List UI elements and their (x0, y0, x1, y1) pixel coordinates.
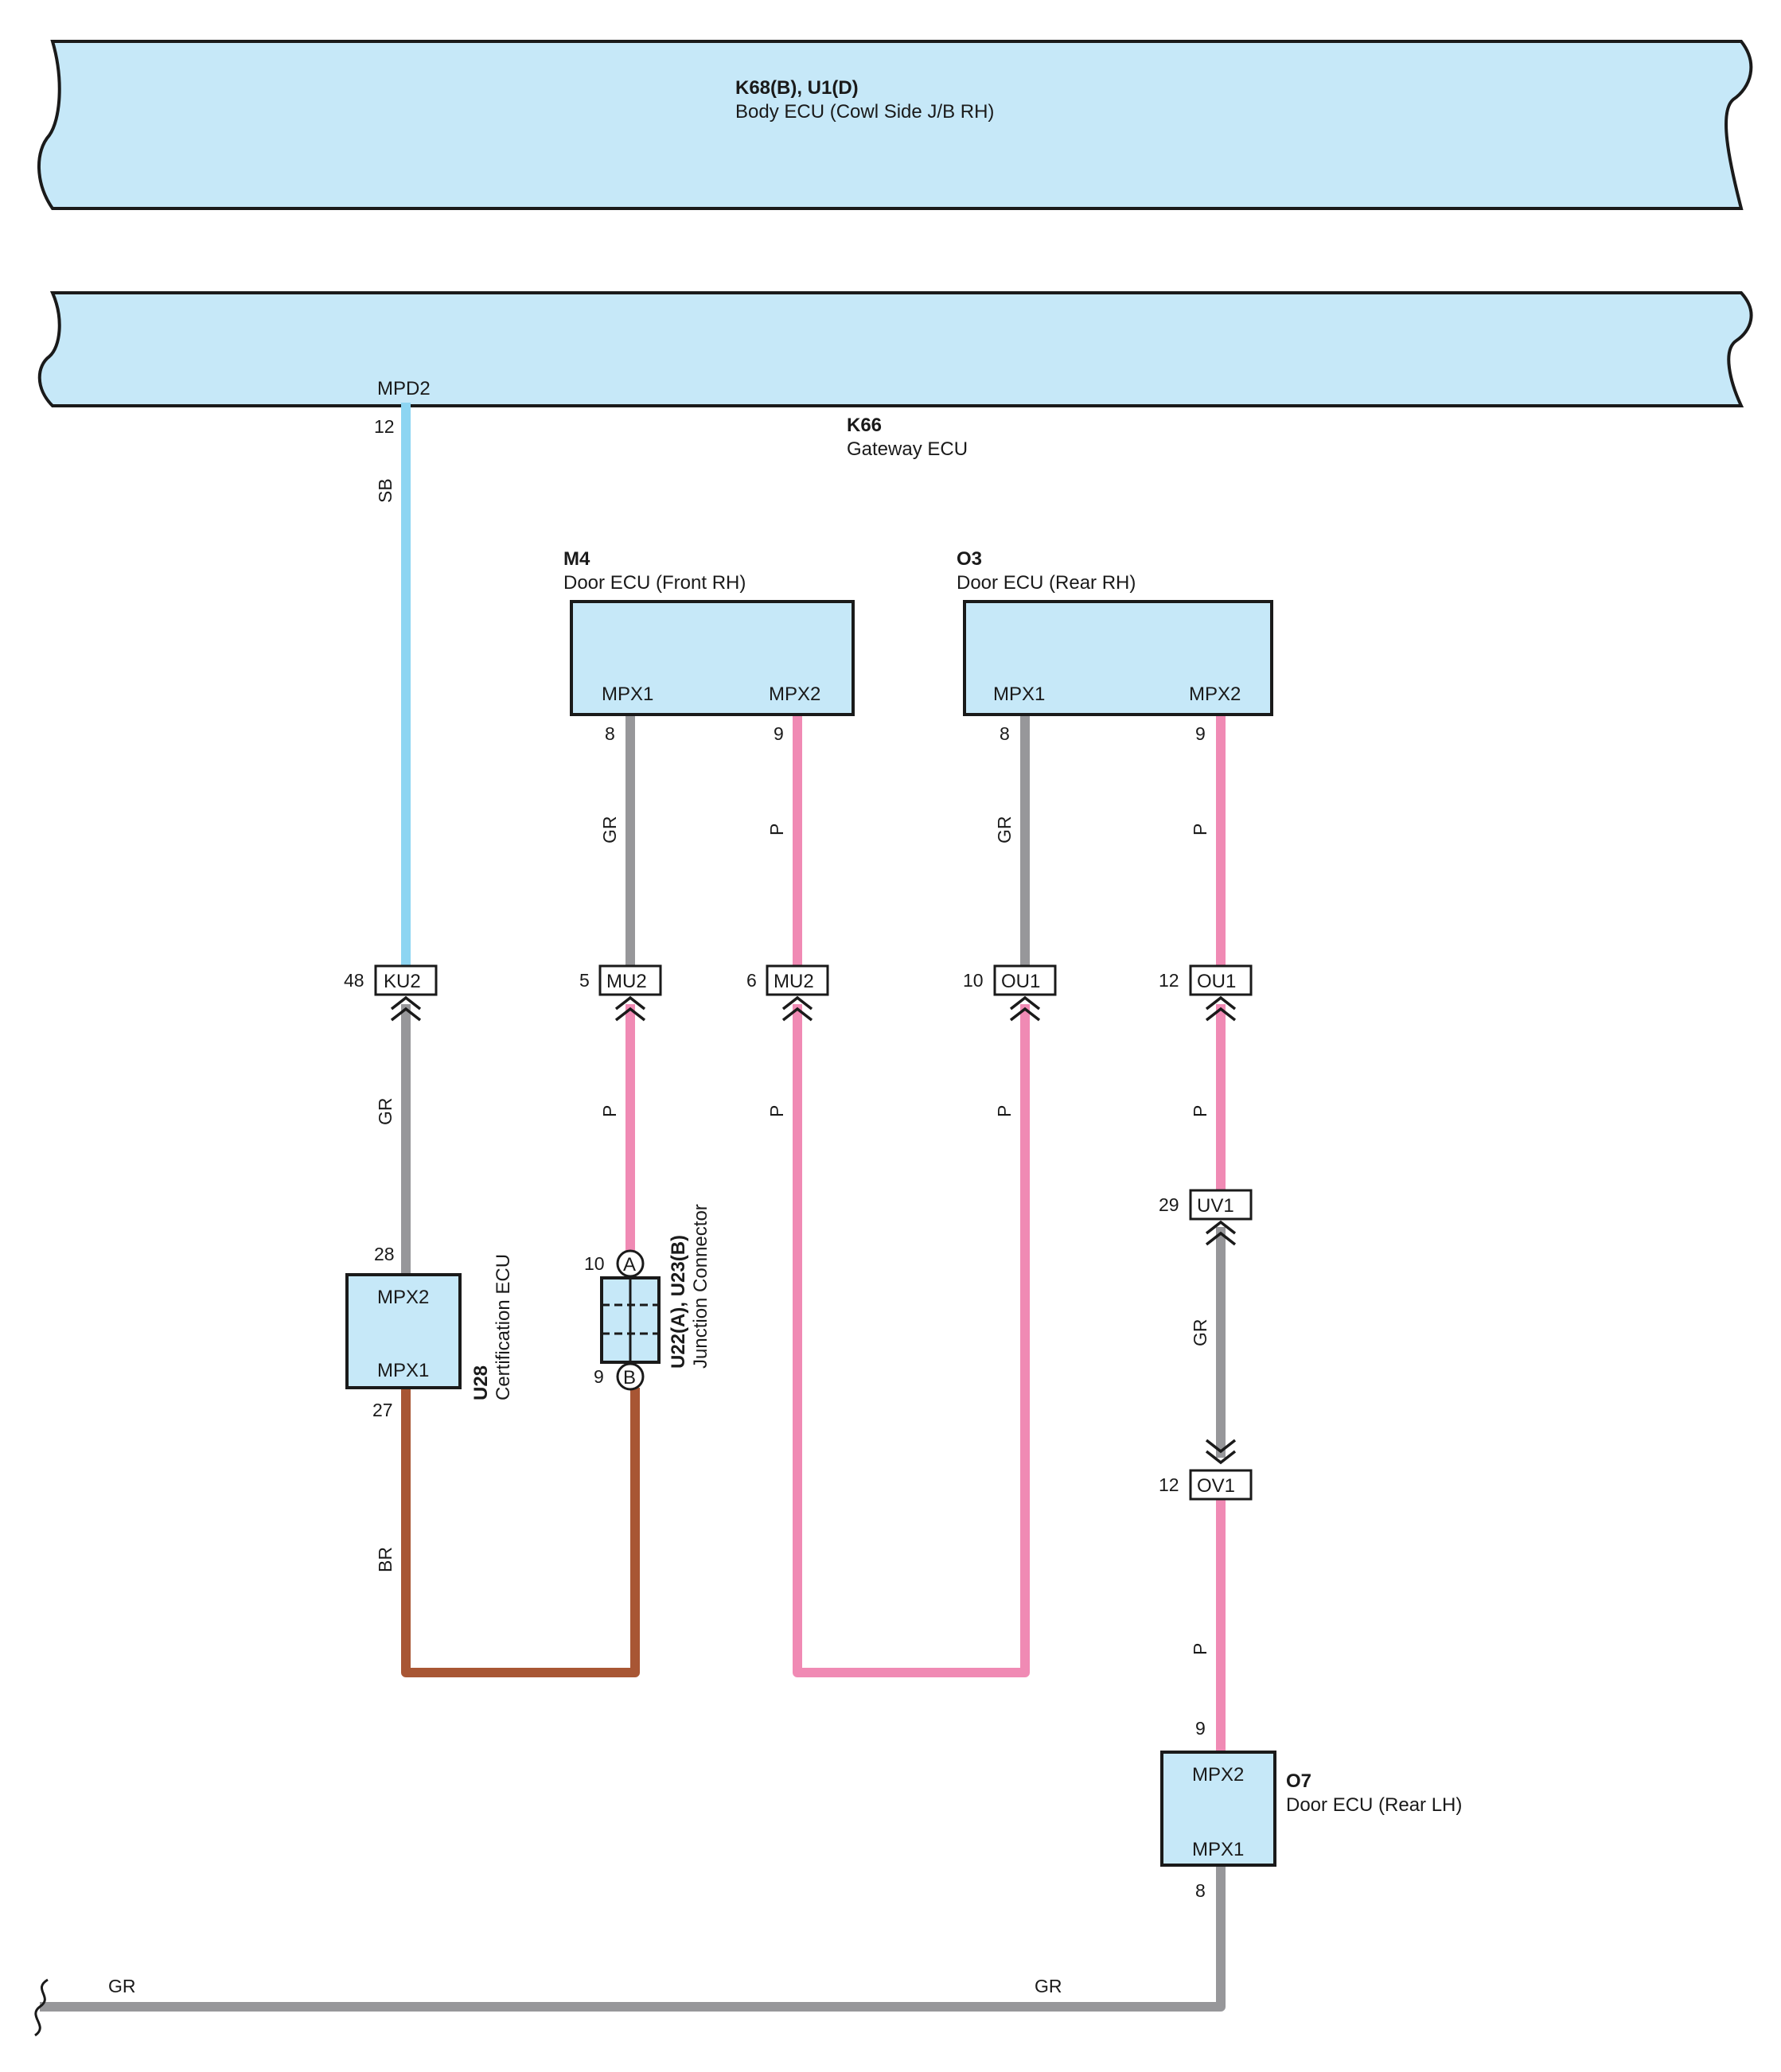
o7-name: Door ECU (Rear LH) (1286, 1794, 1462, 1816)
o3-terminal-mpx1: MPX1 (993, 684, 1045, 705)
wire-label-p-mu2-6: P (766, 1105, 787, 1117)
u28-terminal-mpx2: MPX2 (377, 1287, 429, 1308)
door-ecu-rear-rh: O3 Door ECU (Rear RH) MPX1 MPX2 8 9 (957, 548, 1273, 744)
wires (34, 403, 1226, 2037)
wire-label-sb: SB (375, 478, 396, 503)
junction-pin-a: 10 (584, 1253, 605, 1274)
o3-pin-mpx1: 8 (1000, 723, 1010, 744)
connector-mu2-6-pin: 6 (746, 970, 757, 991)
m4-terminal-mpx1: MPX1 (602, 684, 653, 705)
wire-label-gr-m4: GR (599, 816, 620, 844)
wire-label-br: BR (375, 1547, 396, 1572)
m4-name: Door ECU (Front RH) (563, 572, 746, 594)
connector-ou1-10-pin: 10 (963, 970, 984, 991)
connector-mu2-5-id: MU2 (606, 971, 647, 992)
connector-ov1: OV1 12 (1159, 1439, 1253, 1501)
o3-terminal-mpx2: MPX2 (1189, 684, 1241, 705)
connector-ku2-pin: 48 (344, 970, 364, 991)
junction-connector: 10 A B 9 U22(A), U23(B) Junction Connect… (584, 1204, 711, 1391)
wire-label-p-ou1-12: P (1190, 1105, 1210, 1117)
body-ecu-code: K68(B), U1(D) (735, 77, 859, 99)
wire-label-p-mu2-5: P (599, 1105, 620, 1117)
wire-gr-bottom (40, 1862, 1226, 2012)
u28-pin-top: 28 (374, 1244, 395, 1264)
o7-pin-top: 9 (1195, 1718, 1206, 1739)
gateway-ecu: MPD2 (37, 291, 1753, 407)
wire-label-gr-bottom-left: GR (108, 1976, 136, 1996)
gateway-ecu-name: Gateway ECU (847, 438, 968, 460)
wire-break-mark (34, 1978, 49, 2037)
o7-code: O7 (1286, 1770, 1311, 1792)
connector-ku2-id: KU2 (384, 971, 421, 992)
connector-ou1-10: OU1 10 (963, 964, 1057, 1022)
connector-ku2: KU2 48 (344, 964, 438, 1022)
o7-pin-bottom: 8 (1195, 1880, 1206, 1901)
wire-label-gr-o3: GR (994, 816, 1015, 844)
connector-mu2-5: MU2 5 (579, 964, 662, 1022)
o3-pin-mpx2: 9 (1195, 723, 1206, 744)
wire-label-p-o3: P (1190, 824, 1210, 835)
connector-ou1-12: OU1 12 (1159, 964, 1253, 1022)
junction-code: U22(A), U23(B) (668, 1235, 689, 1369)
o3-code: O3 (957, 548, 982, 570)
wire-label-gr-uv1: GR (1190, 1319, 1210, 1347)
wire-label-gr-bottom-right: GR (1035, 1976, 1062, 1996)
door-ecu-rear-lh: 9 MPX2 MPX1 8 O7 Door ECU (Rear LH) (1160, 1718, 1462, 1901)
gateway-terminal: MPD2 (377, 378, 431, 399)
m4-pin-mpx2: 9 (774, 723, 784, 744)
body-ecu: K68(B), U1(D) Body ECU (Cowl Side J/B RH… (37, 40, 1753, 210)
junction-terminal-b: B (623, 1367, 636, 1388)
wire-label-gr-ku2: GR (375, 1098, 396, 1126)
wire-label-p-ov1: P (1190, 1643, 1210, 1655)
wire-label-p-ou1-10: P (994, 1105, 1015, 1117)
connector-ov1-id: OV1 (1197, 1475, 1235, 1497)
u28-name: Certification ECU (493, 1254, 514, 1400)
m4-pin-mpx1: 8 (605, 723, 615, 744)
m4-code: M4 (563, 548, 590, 570)
certification-ecu: 28 MPX2 MPX1 27 U28 Certification ECU (345, 1244, 514, 1420)
wire-labels: SB GR BR GR P P P GR P P P GR P GR GR (108, 478, 1210, 1996)
connector-ou1-10-id: OU1 (1001, 971, 1040, 992)
connector-mu2-6-id: MU2 (774, 971, 814, 992)
connector-uv1-id: UV1 (1197, 1195, 1234, 1217)
connector-uv1: UV1 29 (1159, 1189, 1253, 1246)
connector-uv1-pin: 29 (1159, 1194, 1179, 1215)
connector-ov1-pin: 12 (1159, 1474, 1179, 1495)
gateway-ecu-code: K66 (847, 415, 882, 436)
o7-terminal-mpx2: MPX2 (1192, 1764, 1244, 1786)
connector-mu2-6: MU2 6 (746, 964, 829, 1022)
wire-label-p-m4: P (766, 824, 787, 835)
connector-ou1-12-id: OU1 (1197, 971, 1236, 992)
o7-terminal-mpx1: MPX1 (1192, 1839, 1244, 1860)
m4-terminal-mpx2: MPX2 (769, 684, 820, 705)
gateway-pin: 12 (374, 416, 395, 437)
wire-p-loop (793, 1004, 1030, 1677)
u28-terminal-mpx1: MPX1 (377, 1360, 429, 1381)
u28-code: U28 (470, 1365, 492, 1400)
junction-pin-b: 9 (594, 1366, 604, 1387)
junction-terminal-a: A (623, 1254, 636, 1276)
o3-name: Door ECU (Rear RH) (957, 572, 1136, 594)
body-ecu-name: Body ECU (Cowl Side J/B RH) (735, 101, 994, 123)
u28-pin-bottom: 27 (372, 1400, 393, 1420)
junction-name: Junction Connector (690, 1204, 711, 1369)
connector-mu2-5-pin: 5 (579, 970, 590, 991)
wire-br-loop (401, 1388, 640, 1677)
door-ecu-front-rh: M4 Door ECU (Front RH) MPX1 MPX2 8 9 (563, 548, 855, 744)
connector-ou1-12-pin: 12 (1159, 970, 1179, 991)
